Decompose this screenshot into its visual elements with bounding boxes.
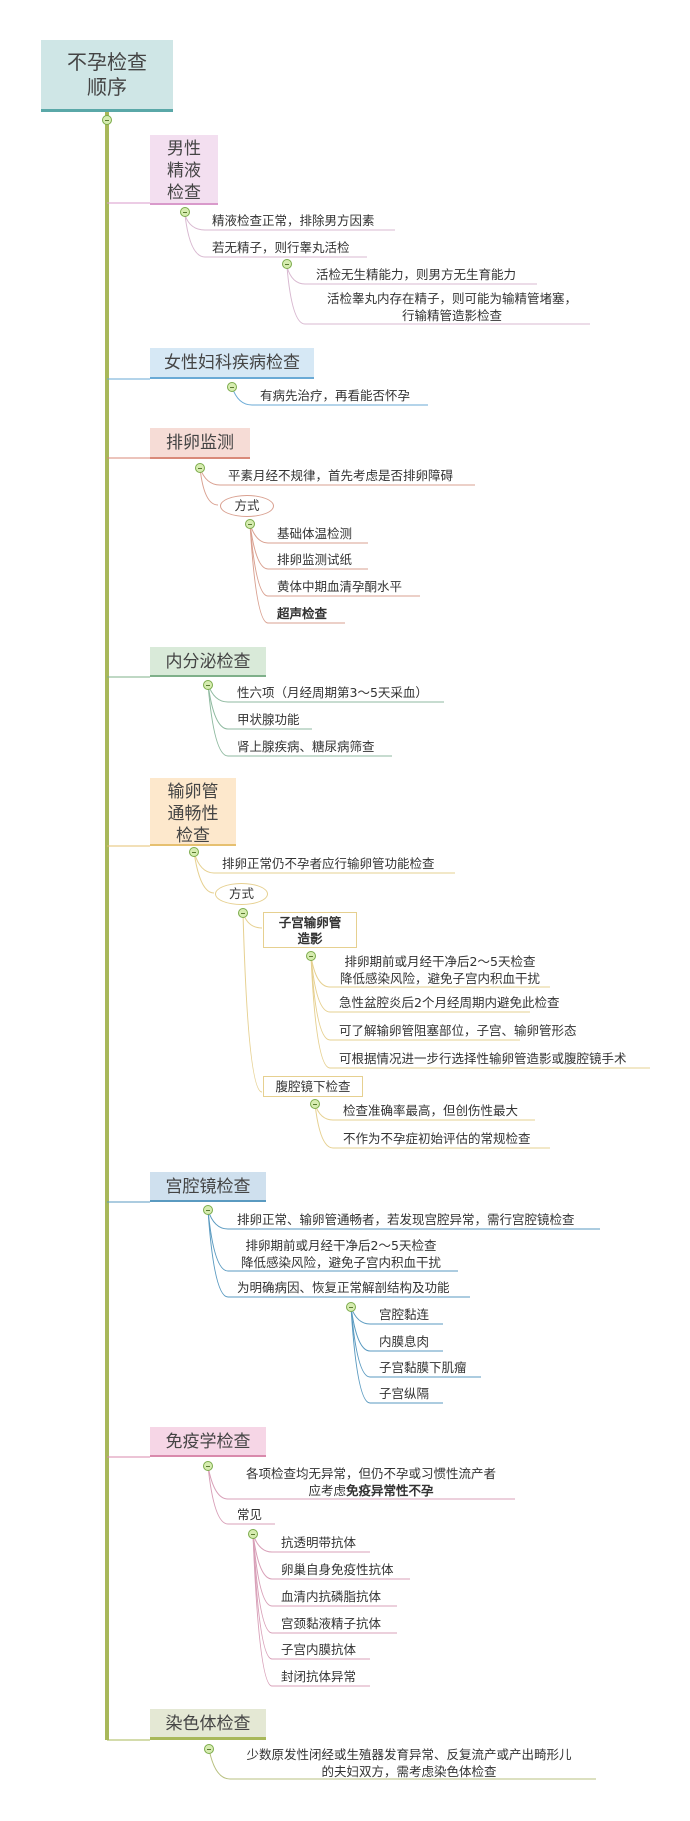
collapse-toggle-icon[interactable] xyxy=(282,259,292,269)
subtopic-line: 造影 xyxy=(297,931,323,946)
collapse-toggle-icon[interactable] xyxy=(227,382,237,392)
leaf-item[interactable]: 可根据情况进一步行选择性输卵管造影或腹腔镜手术 xyxy=(339,1051,627,1066)
collapse-toggle-icon[interactable] xyxy=(306,951,316,961)
topic-hysteroscopy[interactable]: 宫腔镜检查 xyxy=(150,1172,266,1202)
topic-title-line: 检查 xyxy=(167,183,201,203)
leaf-item[interactable]: 血清内抗磷脂抗体 xyxy=(281,1589,382,1604)
leaf-item-multiline[interactable]: 排卵期前或月经干净后2～5天检查 降低感染风险，避免子宫内积血干扰 xyxy=(236,1237,446,1271)
topic-chromosome[interactable]: 染色体检查 xyxy=(150,1709,266,1740)
leaf-item[interactable]: 平素月经不规律，首先考虑是否排卵障碍 xyxy=(228,468,454,483)
leaf-line: 少数原发性闭经或生殖器发育异常、反复流产或产出畸形儿 xyxy=(246,1747,572,1762)
leaf-line: 各项检查均无异常，但仍不孕或习惯性流产者 xyxy=(245,1466,496,1481)
topic-title: 宫腔镜检查 xyxy=(165,1177,251,1197)
leaf-line: 活检睾丸内存在精子，则可能为输精管堵塞， xyxy=(326,291,577,306)
collapse-toggle-icon[interactable] xyxy=(238,908,248,918)
leaf-item-multiline[interactable]: 各项检查均无异常，但仍不孕或习惯性流产者 应考虑免疫异常性不孕 xyxy=(236,1465,506,1499)
topic-title-line: 男性 xyxy=(167,139,201,159)
leaf-item[interactable]: 排卵正常仍不孕者应行输卵管功能检查 xyxy=(222,856,435,871)
common-label[interactable]: 常见 xyxy=(237,1507,263,1522)
leaf-item[interactable]: 排卵监测试纸 xyxy=(277,552,353,567)
collapse-toggle-icon[interactable] xyxy=(189,847,199,857)
leaf-item[interactable]: 性六项（月经周期第3～5天采血） xyxy=(237,685,428,700)
topic-title-line: 输卵管 xyxy=(167,782,219,802)
topic-title: 排卵监测 xyxy=(166,433,234,453)
method-oval[interactable]: 方式 xyxy=(220,495,274,517)
leaf-item[interactable]: 为明确病因、恢复正常解剖结构及功能 xyxy=(237,1280,450,1295)
leaf-item-multiline[interactable]: 少数原发性闭经或生殖器发育异常、反复流产或产出畸形儿 的夫妇双方，需考虑染色体检… xyxy=(236,1746,582,1780)
collapse-toggle-icon[interactable] xyxy=(203,1461,213,1471)
leaf-item[interactable]: 卵巢自身免疫性抗体 xyxy=(281,1562,394,1577)
method-oval[interactable]: 方式 xyxy=(215,883,268,905)
leaf-item[interactable]: 子宫黏膜下肌瘤 xyxy=(379,1360,467,1375)
leaf-item[interactable]: 检查准确率最高，但创伤性最大 xyxy=(343,1103,519,1118)
topic-immunology[interactable]: 免疫学检查 xyxy=(150,1427,266,1457)
collapse-toggle-icon[interactable] xyxy=(102,115,112,125)
leaf-item[interactable]: 封闭抗体异常 xyxy=(281,1669,357,1684)
topic-title-line: 精液 xyxy=(167,161,201,181)
leaf-item-bold[interactable]: 超声检查 xyxy=(277,606,328,621)
leaf-item-multiline[interactable]: 排卵期前或月经干净后2～5天检查 降低感染风险，避免子宫内积血干扰 xyxy=(335,953,545,987)
topic-gynecology[interactable]: 女性妇科疾病检查 xyxy=(150,348,314,379)
leaf-item[interactable]: 肾上腺疾病、糖尿病筛查 xyxy=(237,739,375,754)
collapse-toggle-icon[interactable] xyxy=(245,519,255,529)
leaf-line: 的夫妇双方，需考虑染色体检查 xyxy=(321,1764,497,1779)
root-title-line1: 不孕检查 xyxy=(67,50,147,74)
leaf-item[interactable]: 宫颈黏液精子抗体 xyxy=(281,1616,382,1631)
collapse-toggle-icon[interactable] xyxy=(346,1302,356,1312)
leaf-item[interactable]: 子宫内膜抗体 xyxy=(281,1642,357,1657)
leaf-item[interactable]: 不作为不孕症初始评估的常规检查 xyxy=(343,1131,531,1146)
leaf-item[interactable]: 可了解输卵管阻塞部位，子宫、输卵管形态 xyxy=(339,1023,577,1038)
leaf-text: 应考虑 xyxy=(308,1483,346,1498)
leaf-line: 降低感染风险，避免子宫内积血干扰 xyxy=(339,971,540,986)
collapse-toggle-icon[interactable] xyxy=(180,207,190,217)
topic-male-semen[interactable]: 男性 精液 检查 xyxy=(150,135,218,205)
hsg-subtopic[interactable]: 子宫输卵管 造影 xyxy=(263,912,357,948)
leaf-item[interactable]: 基础体温检测 xyxy=(277,526,353,541)
topic-tubal-patency[interactable]: 输卵管 通畅性 检查 xyxy=(150,778,236,846)
root-topic[interactable]: 不孕检查 顺序 xyxy=(41,40,173,112)
topic-title-line: 通畅性 xyxy=(167,804,219,824)
leaf-item-multiline[interactable]: 活检睾丸内存在精子，则可能为输精管堵塞， 行输精管造影检查 xyxy=(316,290,588,324)
leaf-line: 应考虑免疫异常性不孕 xyxy=(236,1482,506,1499)
leaf-item[interactable]: 若无精子，则行睾丸活检 xyxy=(212,240,350,255)
topic-title-line: 检查 xyxy=(176,826,210,846)
collapse-toggle-icon[interactable] xyxy=(203,1205,213,1215)
leaf-item[interactable]: 黄体中期血清孕酮水平 xyxy=(277,579,403,594)
leaf-line: 排卵期前或月经干净后2～5天检查 xyxy=(245,1238,437,1253)
collapse-toggle-icon[interactable] xyxy=(203,680,213,690)
leaf-item[interactable]: 抗透明带抗体 xyxy=(281,1535,357,1550)
topic-title: 内分泌检查 xyxy=(165,652,251,672)
root-title-line2: 顺序 xyxy=(87,75,127,99)
leaf-line: 行输精管造影检查 xyxy=(401,308,502,323)
leaf-text-bold: 免疫异常性不孕 xyxy=(346,1483,434,1498)
collapse-toggle-icon[interactable] xyxy=(195,463,205,473)
collapse-toggle-icon[interactable] xyxy=(248,1529,258,1539)
topic-title: 女性妇科疾病检查 xyxy=(164,353,300,373)
leaf-item[interactable]: 宫腔黏连 xyxy=(379,1307,430,1322)
leaf-item[interactable]: 活检无生精能力，则男方无生育能力 xyxy=(316,267,517,282)
leaf-line: 排卵期前或月经干净后2～5天检查 xyxy=(344,954,536,969)
collapse-toggle-icon[interactable] xyxy=(204,1744,214,1754)
topic-title: 染色体检查 xyxy=(165,1714,251,1734)
leaf-item[interactable]: 有病先治疗，再看能否怀孕 xyxy=(260,388,411,403)
leaf-item[interactable]: 排卵正常、输卵管通畅者，若发现宫腔异常，需行宫腔镜检查 xyxy=(237,1212,575,1227)
topic-title: 免疫学检查 xyxy=(165,1432,251,1452)
topic-ovulation-monitoring[interactable]: 排卵监测 xyxy=(150,428,250,459)
leaf-item[interactable]: 精液检查正常，排除男方因素 xyxy=(212,213,375,228)
leaf-line: 降低感染风险，避免子宫内积血干扰 xyxy=(240,1255,441,1270)
subtopic-line: 子宫输卵管 xyxy=(278,915,342,930)
leaf-item[interactable]: 甲状腺功能 xyxy=(237,712,300,727)
laparoscopy-subtopic[interactable]: 腹腔镜下检查 xyxy=(263,1076,363,1097)
topic-endocrine[interactable]: 内分泌检查 xyxy=(150,647,266,677)
leaf-item[interactable]: 子宫纵隔 xyxy=(379,1386,430,1401)
leaf-item[interactable]: 内膜息肉 xyxy=(379,1334,430,1349)
collapse-toggle-icon[interactable] xyxy=(310,1099,320,1109)
leaf-item[interactable]: 急性盆腔炎后2个月经周期内避免此检查 xyxy=(339,995,560,1010)
